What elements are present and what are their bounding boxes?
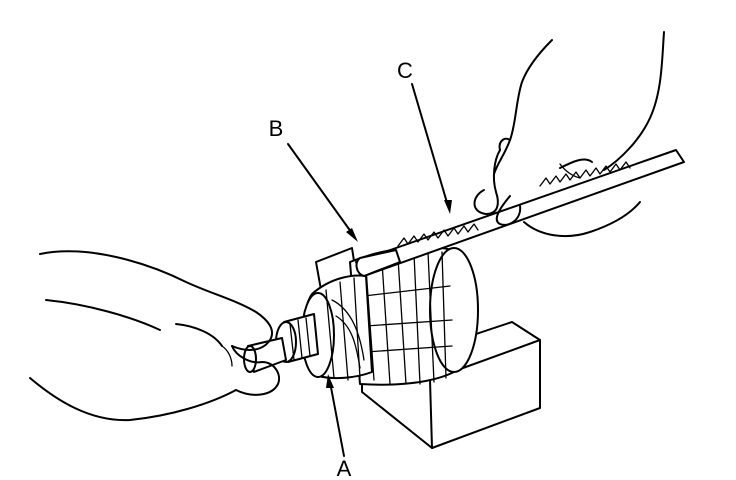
label-b: B	[269, 116, 284, 141]
label-a: A	[337, 456, 352, 480]
callout-leaders	[287, 83, 452, 457]
right-hand	[473, 31, 665, 238]
left-hand	[29, 250, 280, 422]
armature-shaft	[243, 313, 319, 373]
label-c: C	[397, 58, 413, 83]
